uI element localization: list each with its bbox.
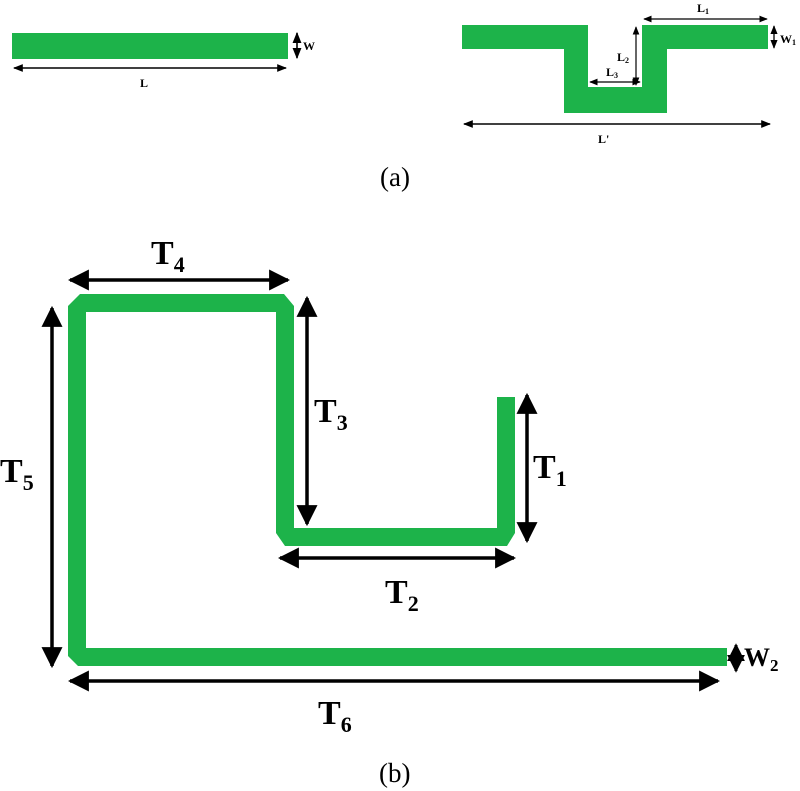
w2-label: W2 xyxy=(744,643,779,675)
panel-b-caption: (b) xyxy=(379,758,410,788)
t5-label: T5 xyxy=(0,453,34,495)
panel-a: L W L1 W1 L2 L3 L' (a) xyxy=(12,1,796,192)
width-w1-label: W1 xyxy=(780,32,796,47)
length-l-label: L xyxy=(140,76,148,90)
length-l3-label: L3 xyxy=(606,65,618,80)
length-l1-label: L1 xyxy=(697,1,709,16)
t1-label: T1 xyxy=(533,449,567,491)
t6-label: T6 xyxy=(318,695,352,737)
width-w-label: W xyxy=(303,39,315,53)
length-l2-label: L2 xyxy=(617,50,629,65)
straight-trace xyxy=(12,33,288,59)
overall-length-label: L' xyxy=(598,132,609,146)
t2-label: T2 xyxy=(385,574,419,616)
t4-label: T4 xyxy=(151,235,185,277)
panel-a-caption: (a) xyxy=(380,162,410,192)
panel-b: T4 T3 T1 T2 T5 T6 W2 (b) xyxy=(0,235,779,788)
meander-trace xyxy=(462,25,768,113)
t3-label: T3 xyxy=(314,393,348,435)
